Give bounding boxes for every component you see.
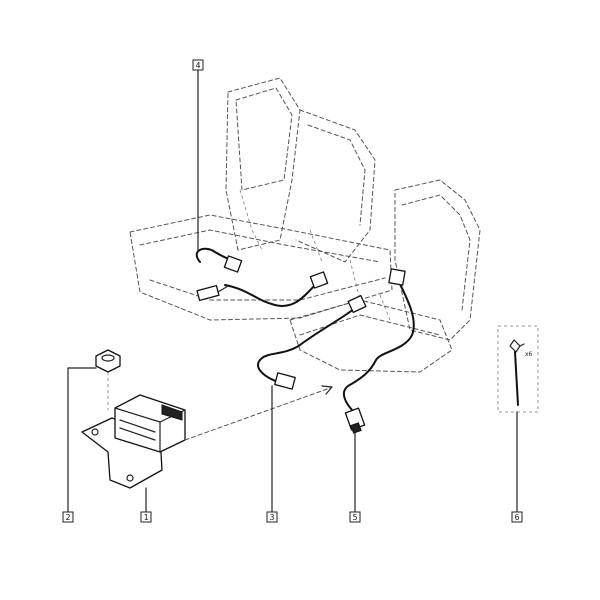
svg-text:1: 1 [144, 513, 149, 522]
svg-text:3: 3 [270, 513, 275, 522]
svg-text:6: 6 [515, 513, 520, 522]
connection-arrow [184, 385, 333, 441]
control-unit-1 [81, 394, 186, 489]
callout-2: 2 [62, 511, 74, 523]
leader-lines [67, 69, 518, 513]
svg-text:2: 2 [66, 513, 71, 522]
harness-5 [342, 268, 415, 434]
nut-2 [95, 349, 121, 410]
callout-3: 3 [266, 511, 278, 523]
callout-5: 5 [349, 511, 361, 523]
callout-1: 1 [140, 511, 152, 523]
seat-outline-rear [129, 77, 393, 321]
harness-4 [195, 247, 329, 307]
harness-3 [257, 294, 367, 390]
callout-4: 4 [192, 59, 204, 71]
svg-text:5: 5 [353, 513, 358, 522]
callout-6: 6 [511, 511, 523, 523]
detail-inset-6 [497, 325, 539, 413]
svg-text:4: 4 [196, 61, 201, 70]
detail-annotation: x6 [525, 351, 533, 358]
